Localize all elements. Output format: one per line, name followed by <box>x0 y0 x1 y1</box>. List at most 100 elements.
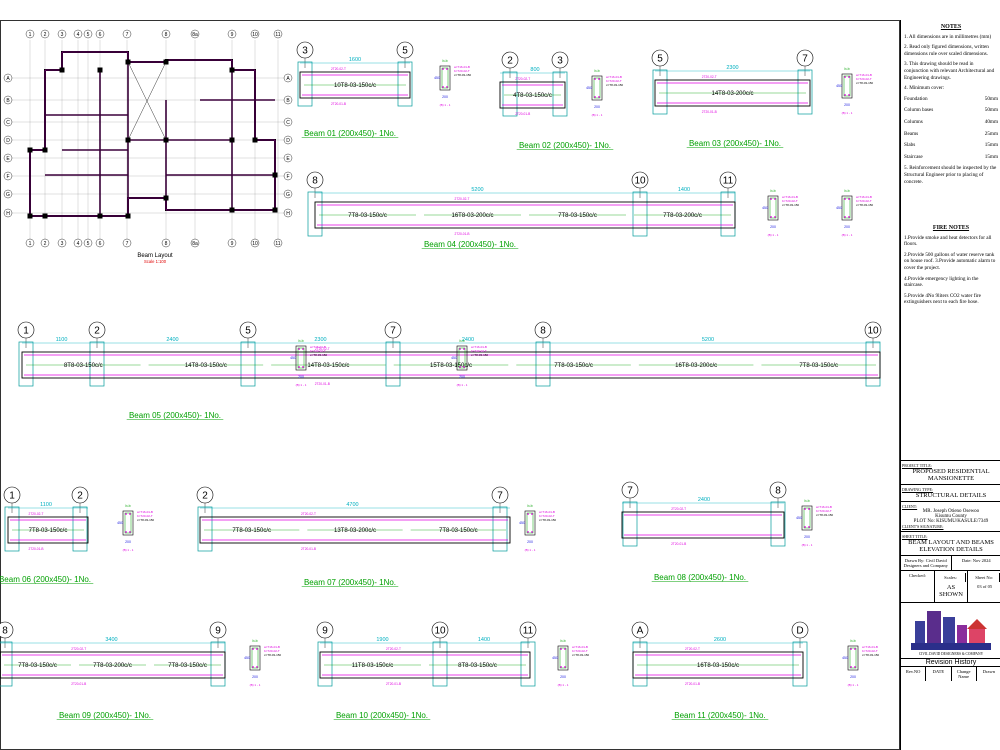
beam-outline <box>499 81 566 109</box>
section-bar <box>564 648 566 650</box>
stirrup-label: 7T8-03-150c/c <box>168 663 207 669</box>
grid-label: A <box>286 76 290 82</box>
grid-bubble <box>57 29 67 39</box>
grid-label: 3 <box>61 32 64 38</box>
section-note: c=T8-03-150 <box>862 653 879 657</box>
grid-bubble <box>3 208 13 218</box>
column <box>492 506 508 552</box>
plan-title: Beam Layout <box>137 253 173 259</box>
grid-bubble <box>250 238 260 248</box>
top-bar-label: 2T20-02-T <box>455 197 470 201</box>
section-bar <box>598 78 600 80</box>
section-bar <box>446 86 448 88</box>
grid-label: 3 <box>557 56 563 67</box>
span-dimension: 2300 <box>314 337 326 343</box>
grid-label: 8 <box>312 176 318 187</box>
section-height: 450 <box>117 521 123 525</box>
grid-label: 10 <box>252 241 258 247</box>
section-width: 200 <box>527 540 533 544</box>
section-bar <box>848 198 850 200</box>
section-cut: b-b <box>594 69 599 73</box>
section-bar <box>774 216 776 218</box>
grid-label: 11 <box>723 176 734 187</box>
top-bar-label: 2T20-02-T <box>301 512 316 516</box>
stirrup-label: 7T8-03-150c/c <box>439 528 478 534</box>
grid-label: G <box>286 192 290 198</box>
span-dimension: 2600 <box>714 637 726 643</box>
grid-bubble <box>3 189 13 199</box>
section-note: c=T8-03-150 <box>816 513 833 517</box>
column <box>397 61 413 107</box>
grid-label: 1 <box>29 32 32 38</box>
grid-label: 7 <box>802 54 808 65</box>
grid-label: H <box>286 211 290 217</box>
section-bar <box>844 76 846 78</box>
section-link <box>843 197 851 219</box>
section-bar <box>446 68 448 70</box>
section-note: c=T8-03-150 <box>137 518 154 522</box>
section-bar <box>844 94 846 96</box>
grid-bubble <box>122 29 132 39</box>
column <box>89 341 105 387</box>
grid-label: 8 <box>165 241 168 247</box>
grid-label: G <box>6 192 10 198</box>
section-note: c=T8-03-150 <box>310 353 327 357</box>
beam-title: Beam 04 (200x450)- 1No. <box>424 240 516 249</box>
plan-column <box>125 59 131 65</box>
section-bar <box>442 68 444 70</box>
span-dimension: 1600 <box>349 57 361 63</box>
stirrup-label: 4T8-03-150c/c <box>513 93 552 99</box>
section-bar <box>531 531 533 533</box>
grid-label: 8 <box>2 626 8 637</box>
section-link <box>803 507 811 529</box>
grid-label: D <box>6 138 10 144</box>
beam-title: Beam 08 (200x450)- 1No. <box>654 573 746 582</box>
section-note: a=T16-01-B <box>264 645 280 649</box>
span-dimension: 1400 <box>678 187 690 193</box>
note-3: 3. This drawing should be read in conjun… <box>904 61 995 81</box>
section-bar <box>252 666 254 668</box>
section-link <box>458 347 466 369</box>
section-note: b=T20-02-T <box>782 199 798 203</box>
section-bar <box>850 666 852 668</box>
grid-label: A <box>6 76 10 82</box>
section-bar <box>848 76 850 78</box>
grid-bubble <box>283 208 293 218</box>
span-dimension: 1900 <box>376 637 388 643</box>
section-cut: b-b <box>298 339 303 343</box>
title-block: NOTES 1. All dimensions are in millimetr… <box>900 20 1000 750</box>
section-cut: b-b <box>125 504 130 508</box>
section-height: 450 <box>842 656 848 660</box>
grid-label: C <box>286 120 290 126</box>
grid-bubble <box>190 29 200 39</box>
column <box>797 69 813 115</box>
bottom-bar-label: 2T20-01-B <box>671 542 686 546</box>
stirrup-label: 7T8-03-150c/c <box>29 528 68 534</box>
plan-column <box>125 213 131 219</box>
column <box>210 641 226 687</box>
section-bar <box>459 366 461 368</box>
bottom-bar-label: 2T20-01-B <box>71 682 86 686</box>
column <box>4 506 20 552</box>
beam-outline <box>319 651 531 679</box>
note-2: 2. Read only figured dimensions, written… <box>904 44 989 57</box>
section-link <box>843 75 851 97</box>
column <box>865 341 881 387</box>
grid-label: 7 <box>627 486 633 497</box>
stirrup-label: 14T8-03-150c/c <box>185 363 227 369</box>
grid-bubble <box>283 171 293 181</box>
column <box>307 191 323 237</box>
section-note: a=T16-01-B <box>862 645 878 649</box>
bottom-bar-label: 2T20-01-B <box>454 232 469 236</box>
grid-bubble <box>283 95 293 105</box>
span-dimension: 2400 <box>698 497 710 503</box>
section-mark: (B) 1 - 1 <box>842 111 853 115</box>
void-cross <box>127 61 167 141</box>
section-cut: b-b <box>844 67 849 71</box>
